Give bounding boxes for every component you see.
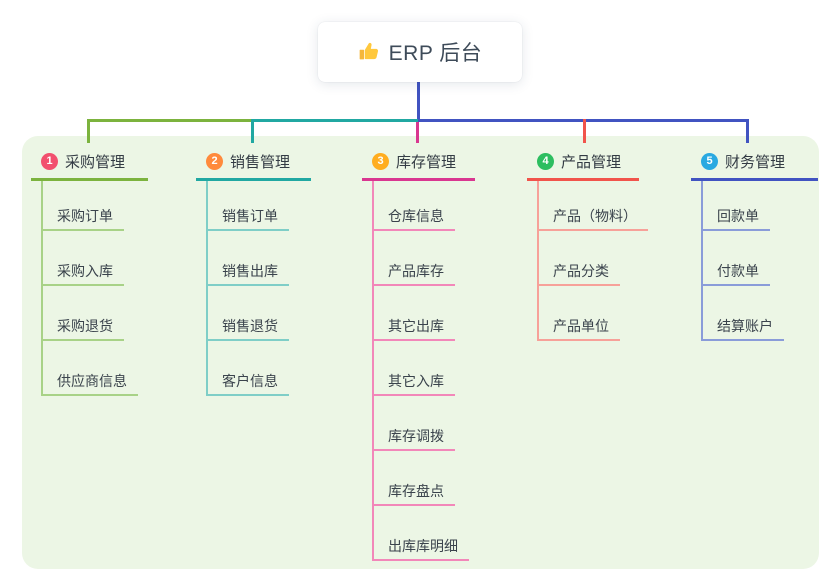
child-node[interactable]: 产品单位 <box>537 318 620 341</box>
child-node[interactable]: 库存调拨 <box>372 428 455 451</box>
branch-child-rail <box>537 180 539 340</box>
group-panel <box>22 136 819 569</box>
branch-index-badge: 3 <box>372 152 389 170</box>
child-label: 销售退货 <box>222 318 278 334</box>
branch-drop-line-5 <box>746 119 749 143</box>
child-label: 供应商信息 <box>57 373 127 389</box>
branch-node-1[interactable]: 1 采购管理 <box>31 151 148 181</box>
branch-index-badge: 5 <box>701 152 718 170</box>
child-label: 库存盘点 <box>388 483 444 499</box>
child-label: 库存调拨 <box>388 428 444 444</box>
child-label: 回款单 <box>717 208 759 224</box>
branch-index-badge: 1 <box>41 152 58 170</box>
child-node[interactable]: 采购订单 <box>41 208 124 231</box>
child-node[interactable]: 供应商信息 <box>41 373 138 396</box>
branch-index-badge: 2 <box>206 152 223 170</box>
child-node[interactable]: 付款单 <box>701 263 770 286</box>
child-label: 付款单 <box>717 263 759 279</box>
branch-index-badge: 4 <box>537 152 554 170</box>
branch-child-rail <box>701 180 703 340</box>
child-node[interactable]: 其它出库 <box>372 318 455 341</box>
child-label: 其它入库 <box>388 373 444 389</box>
child-label: 采购入库 <box>57 263 113 279</box>
root-stem-line <box>417 82 420 122</box>
child-label: 产品分类 <box>553 263 609 279</box>
child-label: 客户信息 <box>222 373 278 389</box>
child-node[interactable]: 仓库信息 <box>372 208 455 231</box>
branch-drop-line-4 <box>583 119 586 143</box>
branch-label: 财务管理 <box>725 153 786 171</box>
root-node[interactable]: ERP 后台 <box>318 22 522 82</box>
branch-node-5[interactable]: 5 财务管理 <box>691 151 818 181</box>
child-node[interactable]: 客户信息 <box>206 373 289 396</box>
child-label: 结算账户 <box>717 318 773 334</box>
child-label: 产品单位 <box>553 318 609 334</box>
branch-node-2[interactable]: 2 销售管理 <box>196 151 311 181</box>
child-node[interactable]: 产品分类 <box>537 263 620 286</box>
branch-drop-line-2 <box>251 119 254 143</box>
child-label: 产品（物料） <box>553 208 637 224</box>
thumbs-up-icon <box>358 41 380 63</box>
child-label: 销售出库 <box>222 263 278 279</box>
trunk-line-green <box>88 119 252 122</box>
child-label: 仓库信息 <box>388 208 444 224</box>
child-node[interactable]: 销售订单 <box>206 208 289 231</box>
child-node[interactable]: 产品库存 <box>372 263 455 286</box>
root-node-label: ERP 后台 <box>388 42 483 65</box>
child-label: 采购退货 <box>57 318 113 334</box>
child-node[interactable]: 结算账户 <box>701 318 784 341</box>
branch-label: 销售管理 <box>230 153 291 171</box>
branch-child-rail <box>41 180 43 395</box>
branch-label: 采购管理 <box>65 153 126 171</box>
child-node[interactable]: 产品（物料） <box>537 208 648 231</box>
child-node[interactable]: 库存盘点 <box>372 483 455 506</box>
branch-label: 库存管理 <box>396 153 457 171</box>
branch-label: 产品管理 <box>561 153 622 171</box>
child-node[interactable]: 销售退货 <box>206 318 289 341</box>
child-label: 产品库存 <box>388 263 444 279</box>
child-node[interactable]: 回款单 <box>701 208 770 231</box>
branch-node-4[interactable]: 4 产品管理 <box>527 151 639 181</box>
child-node[interactable]: 采购入库 <box>41 263 124 286</box>
child-label: 采购订单 <box>57 208 113 224</box>
child-node[interactable]: 采购退货 <box>41 318 124 341</box>
trunk-line-teal <box>252 119 418 122</box>
child-label: 销售订单 <box>222 208 278 224</box>
child-node[interactable]: 其它入库 <box>372 373 455 396</box>
child-label: 其它出库 <box>388 318 444 334</box>
branch-child-rail <box>372 180 374 560</box>
branch-node-3[interactable]: 3 库存管理 <box>362 151 475 181</box>
branch-child-rail <box>206 180 208 395</box>
branch-drop-line-3 <box>416 122 419 143</box>
branch-drop-line-1 <box>87 119 90 143</box>
child-node[interactable]: 销售出库 <box>206 263 289 286</box>
child-label: 出库库明细 <box>388 538 458 554</box>
child-node[interactable]: 出库库明细 <box>372 538 469 561</box>
